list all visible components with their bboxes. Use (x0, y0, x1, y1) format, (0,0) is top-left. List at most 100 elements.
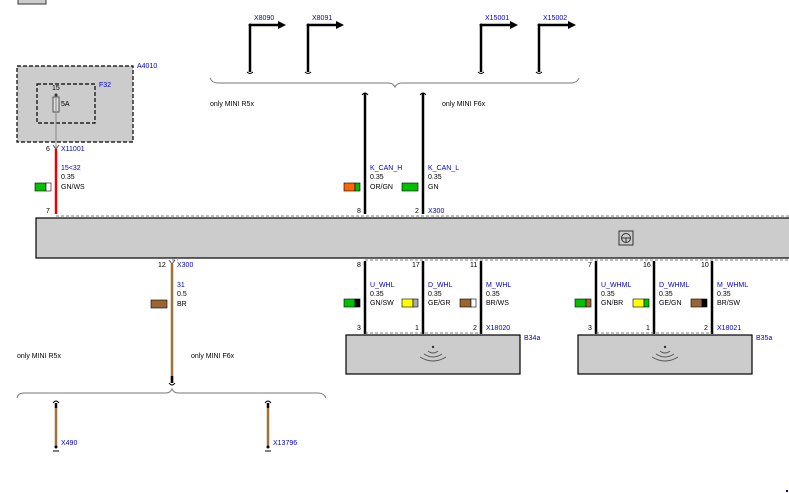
ground-label: X13796 (273, 440, 297, 447)
fuse-module-a4010[interactable]: A4010 F32 15 5A (16, 63, 157, 148)
wire-signal: D_WHL (428, 282, 453, 289)
pin-number: 6 (46, 146, 50, 153)
connector-label: X300 (177, 262, 193, 269)
wire-signal: D_WHML (659, 282, 689, 289)
pin-number: 2 (704, 325, 708, 332)
wire-gauge: 0.35 (370, 291, 384, 298)
variant-label: only MINI R5x (210, 101, 254, 108)
wire-gauge: 0.35 (428, 174, 442, 181)
module-label: A4010 (137, 63, 157, 70)
top-connector-x15001[interactable]: X15001 (477, 15, 518, 74)
pin-number: 2 (415, 208, 419, 215)
pin-number: 1 (415, 325, 419, 332)
pin-number: 1 (646, 325, 650, 332)
marker (786, 490, 788, 492)
top-connector-x15002[interactable]: X15002 (535, 15, 576, 74)
wire-color-code: GN/SW (370, 300, 394, 307)
fuse-rating: 5A (61, 101, 70, 108)
pin-number: 8 (357, 262, 361, 269)
pin-number: 7 (46, 208, 50, 215)
ground-point-x13796[interactable] (264, 400, 272, 452)
pin-number: 17 (412, 262, 420, 269)
connector-label: X300 (428, 208, 444, 215)
pin-number: 3 (588, 325, 592, 332)
wire-signal: U_WHL (370, 282, 395, 289)
connector-label: X11001 (61, 146, 85, 153)
wire-color-code: BR/WS (486, 300, 509, 307)
wire-color-swatch (690, 298, 708, 308)
wire-color-swatch (574, 298, 592, 308)
sensor-wires-b35a[interactable] (594, 261, 714, 334)
fuse-f32[interactable] (36, 83, 96, 124)
sensor-b35a[interactable] (577, 334, 753, 375)
wire-color-swatch (401, 182, 419, 192)
component-label: B35a (756, 335, 772, 342)
control-unit[interactable] (35, 217, 789, 259)
variant-label: only MINI F6x (442, 101, 486, 108)
offscreen-element (17, 0, 47, 5)
top-connector-x8090[interactable]: X8090 (246, 15, 286, 74)
sensor-wires-b34a[interactable] (363, 261, 483, 334)
wire-gauge: 0.35 (370, 174, 384, 181)
wire-color-code: GN/BR (601, 300, 623, 307)
wire-gauge: 0.5 (177, 291, 187, 298)
wire-signal: K_CAN_H (370, 165, 402, 172)
variant-brace-top (209, 77, 580, 89)
variant-brace-bottom (16, 387, 327, 399)
wire-gauge: 0.35 (601, 291, 615, 298)
wire-signal: 15<32 (61, 165, 81, 172)
wire-signal: M_WHML (717, 282, 748, 289)
wire-color-code: OR/GN (370, 184, 393, 191)
variant-label: only MINI F6x (191, 353, 235, 360)
pin-number: 7 (588, 262, 592, 269)
fuse-pin: 15 (52, 85, 60, 92)
ground-point-x490[interactable] (52, 400, 60, 452)
arrow-right-icon (278, 21, 286, 29)
top-connector-x8091[interactable]: X8091 (304, 15, 344, 74)
wire-signal: K_CAN_L (428, 165, 459, 172)
arrow-right-icon (336, 21, 344, 29)
pin-number: 12 (158, 262, 166, 269)
wire-gauge: 0.35 (428, 291, 442, 298)
pin-number: 16 (643, 262, 651, 269)
connector-label: X8090 (254, 15, 274, 22)
wire-color-code: GN/WS (61, 184, 85, 191)
wire-color-swatch (401, 298, 419, 308)
antenna-wave-icon (651, 345, 679, 362)
wire-color-code: BR (177, 301, 187, 308)
sensor-b34a[interactable] (345, 334, 521, 375)
connector-label: X8091 (312, 15, 332, 22)
wire-color-code: BR/SW (717, 300, 740, 307)
wire-gauge: 0.35 (61, 174, 75, 181)
wire-color-code: GE/GR (428, 300, 451, 307)
ground-icon (54, 445, 58, 449)
connector-label: X15001 (485, 15, 509, 22)
wire-color-swatch (343, 298, 361, 308)
arrow-right-icon (510, 21, 518, 29)
connector-label: X18020 (486, 325, 510, 332)
fuse-label: F32 (99, 82, 111, 89)
wire-gauge: 0.35 (659, 291, 673, 298)
wire-k-can-h[interactable] (361, 92, 369, 214)
connector-label: X18021 (717, 325, 741, 332)
pin-number: 11 (470, 262, 477, 269)
wire-color-swatch (343, 182, 361, 192)
wire-signal: M_WHL (486, 282, 511, 289)
wire-color-swatch (150, 299, 168, 309)
pin-number: 2 (473, 325, 477, 332)
variant-label: only MINI R5x (17, 353, 61, 360)
wire-signal: U_WHML (601, 282, 631, 289)
pin-number: 10 (701, 262, 709, 269)
wire-color-swatch (34, 182, 52, 192)
wire-color-code: GE/GN (659, 300, 682, 307)
wire-gauge: 0.35 (486, 291, 500, 298)
steering-wheel-icon (618, 230, 634, 246)
wire-color-swatch (632, 298, 650, 308)
wire-k-can-l[interactable] (419, 92, 427, 214)
wire-color-swatch (459, 298, 477, 308)
component-label: B34a (524, 335, 540, 342)
ground-icon (266, 445, 270, 449)
pin-number: 3 (357, 325, 361, 332)
wire-color-code: GN (428, 184, 439, 191)
